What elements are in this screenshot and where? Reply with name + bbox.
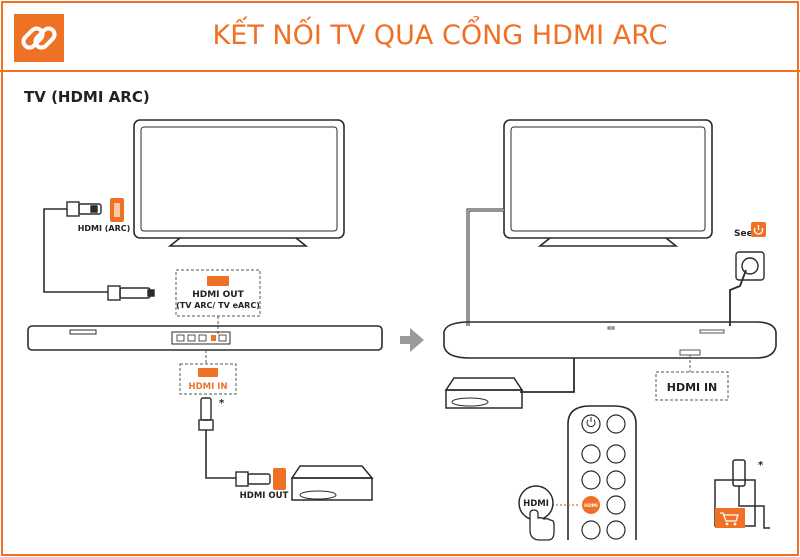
soundbar-right [443, 321, 777, 359]
source-cable-right [520, 358, 575, 393]
hdmi-plug-top [43, 201, 155, 301]
soundbar-left [27, 325, 383, 351]
asterisk-left: * [219, 398, 225, 409]
remote-hdmi-button-label: HDMI [584, 503, 598, 509]
hdmi-in-box [179, 363, 237, 395]
source-hdmi-port [273, 468, 286, 490]
cart-icon [715, 508, 745, 528]
asterisk-right: * [758, 460, 764, 471]
wall-outlet [729, 251, 765, 326]
remote-hdmi-button [582, 496, 600, 514]
see-label: See [734, 229, 753, 239]
hdmi-out-sub-label: (TV ARC/ TV eARC) [176, 301, 260, 310]
hdmi-plug-bottom [198, 397, 271, 487]
tv-hdmi-port [110, 198, 124, 222]
link-icon [14, 14, 64, 62]
hdmi-in-right-label: HDMI IN [667, 381, 718, 394]
page-title: KẾT NỐI TV QUA CỔNG HDMI ARC [212, 20, 668, 51]
arc-cable [466, 208, 504, 326]
source-out-label: HDMI OUT [240, 491, 289, 501]
media-player-left [290, 465, 374, 501]
hdmi-in-right-box [655, 371, 729, 401]
tv-right [503, 119, 713, 247]
hand-pointer-icon [529, 509, 555, 541]
remote-control [567, 405, 637, 540]
arrow-right-icon [400, 328, 424, 352]
tv-port-label: HDMI (ARC) [78, 224, 131, 233]
hdmi-in-label: HDMI IN [188, 382, 227, 392]
hdmi-out-label: HDMI OUT [192, 290, 244, 300]
hdmi-bubble-label: HDMI [523, 499, 549, 509]
tv-left [133, 119, 345, 247]
media-player-right [444, 377, 524, 409]
power-icon [751, 222, 766, 237]
section-label: TV (HDMI ARC) [24, 88, 150, 106]
